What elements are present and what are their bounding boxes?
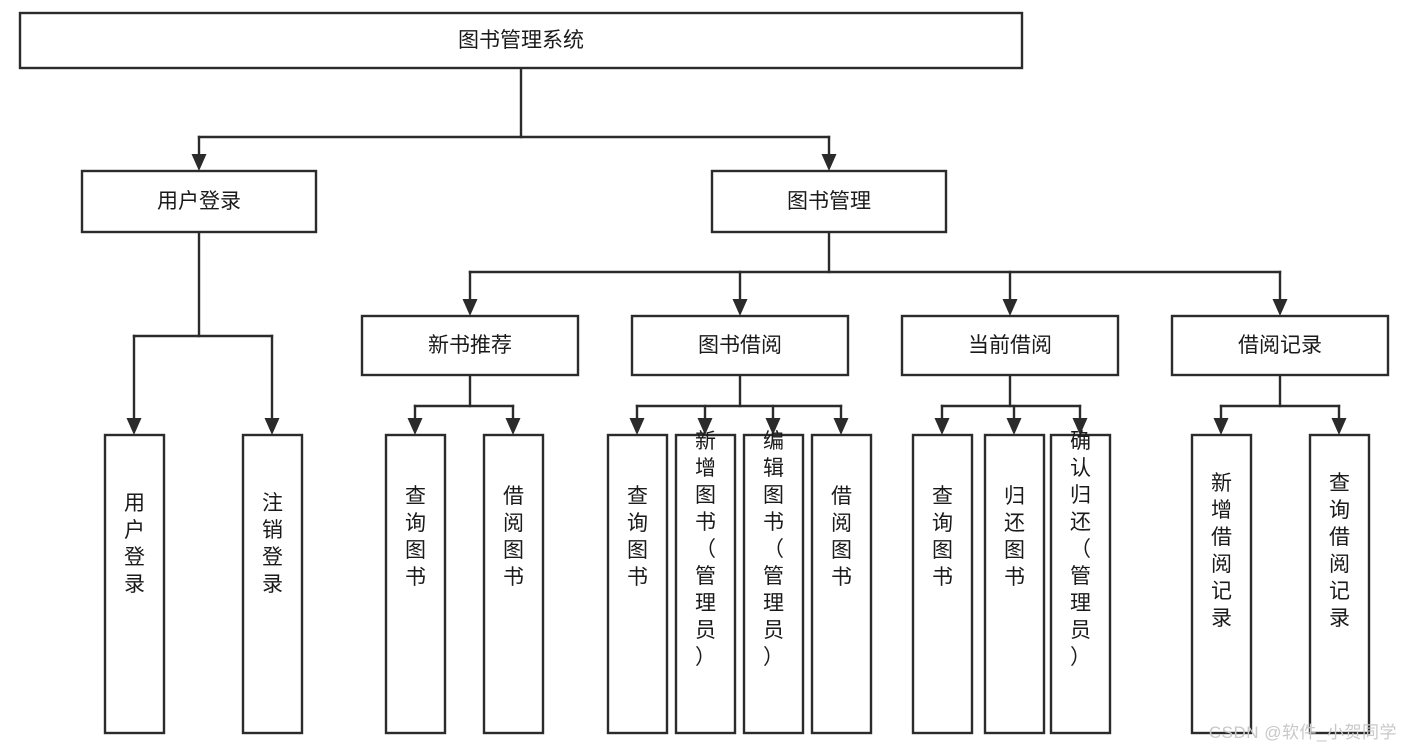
arrow-head-icon <box>191 154 207 171</box>
node-label: 用户登录 <box>124 492 145 596</box>
node-label: 当前借阅 <box>968 334 1052 357</box>
node-leaf-add-book-admin[interactable]: 新增图书（管理员） <box>674 430 737 735</box>
node-label: 用户登录 <box>157 190 241 213</box>
arrow-head-icon <box>1272 299 1288 316</box>
node-box[interactable] <box>360 314 580 377</box>
node-box[interactable] <box>18 11 1024 70</box>
node-label: 图书管理系统 <box>458 29 584 52</box>
node-box[interactable] <box>1190 433 1253 735</box>
node-box[interactable] <box>482 433 545 735</box>
node-box[interactable] <box>710 169 948 234</box>
node-leaf-confirm-return-admin[interactable]: 确认归还（管理员） <box>1049 430 1112 735</box>
node-leaf-borrow-book[interactable]: 借阅图书 <box>810 433 873 735</box>
node-leaf-borrow-book-rec[interactable]: 借阅图书 <box>482 433 545 735</box>
node-label: 查询图书 <box>932 485 953 589</box>
arrow-head-icon <box>264 418 280 435</box>
node-book-management[interactable]: 图书管理 <box>710 169 948 234</box>
nodes-group: 图书管理系统用户登录图书管理新书推荐图书借阅当前借阅借阅记录用户登录注销登录查询… <box>18 11 1390 735</box>
node-box[interactable] <box>900 314 1120 377</box>
arrow-head-icon <box>629 418 645 435</box>
node-current-borrow[interactable]: 当前借阅 <box>900 314 1120 377</box>
node-box[interactable] <box>630 314 850 377</box>
node-label: 注销登录 <box>262 492 283 596</box>
node-label: 查询图书 <box>627 485 648 589</box>
arrow-head-icon <box>462 299 478 316</box>
node-box[interactable] <box>1049 433 1112 735</box>
node-box[interactable] <box>103 433 166 735</box>
connector-lines-group <box>126 66 1347 435</box>
connector-root-to-level2 <box>191 66 837 171</box>
node-label: 图书借阅 <box>698 334 782 357</box>
connector-borrow-to-leaves <box>629 373 849 435</box>
node-box[interactable] <box>1308 433 1371 735</box>
arrow-head-icon <box>407 418 423 435</box>
node-leaf-edit-book-admin[interactable]: 编辑图书（管理员） <box>742 430 805 735</box>
node-box[interactable] <box>810 433 873 735</box>
node-book-borrow[interactable]: 图书借阅 <box>630 314 850 377</box>
arrow-head-icon <box>126 418 142 435</box>
node-box[interactable] <box>742 433 805 735</box>
arrow-head-icon <box>1002 299 1018 316</box>
node-leaf-user-login[interactable]: 用户登录 <box>103 433 166 735</box>
arrow-head-icon <box>697 418 713 435</box>
node-label: 查询借阅记录 <box>1329 472 1350 630</box>
node-label: 查询图书 <box>405 485 426 589</box>
node-leaf-return-book[interactable]: 归还图书 <box>983 433 1046 735</box>
arrow-head-icon <box>821 154 837 171</box>
arrow-head-icon <box>732 299 748 316</box>
node-root[interactable]: 图书管理系统 <box>18 11 1024 70</box>
arrow-head-icon <box>1213 418 1229 435</box>
node-leaf-logout[interactable]: 注销登录 <box>241 433 304 735</box>
node-new-book-recommend[interactable]: 新书推荐 <box>360 314 580 377</box>
node-label: 确认归还（管理员） <box>1070 430 1091 669</box>
node-leaf-query-book-current[interactable]: 查询图书 <box>911 433 974 735</box>
csdn-watermark: CSDN @软件_小贺同学 <box>1208 723 1397 742</box>
node-label: 借阅图书 <box>831 485 852 589</box>
connector-current-to-leaves <box>934 373 1088 435</box>
node-box[interactable] <box>674 433 737 735</box>
node-leaf-add-borrow-record[interactable]: 新增借阅记录 <box>1190 433 1253 735</box>
node-label: 借阅图书 <box>503 485 524 589</box>
node-leaf-query-borrow-record[interactable]: 查询借阅记录 <box>1308 433 1371 735</box>
node-box[interactable] <box>384 433 447 735</box>
arrow-head-icon <box>505 418 521 435</box>
node-leaf-query-book-borrow[interactable]: 查询图书 <box>606 433 669 735</box>
node-box[interactable] <box>241 433 304 735</box>
node-leaf-query-book-rec[interactable]: 查询图书 <box>384 433 447 735</box>
arrow-head-icon <box>1331 418 1347 435</box>
connector-recommend-to-leaves <box>407 373 521 435</box>
node-box[interactable] <box>983 433 1046 735</box>
arrow-head-icon <box>1072 418 1088 435</box>
node-borrow-record[interactable]: 借阅记录 <box>1170 314 1390 377</box>
node-box[interactable] <box>80 169 318 234</box>
arrow-head-icon <box>765 418 781 435</box>
node-label: 图书管理 <box>787 190 871 213</box>
node-label: 归还图书 <box>1004 485 1025 589</box>
node-label: 新书推荐 <box>428 334 512 357</box>
arrow-head-icon <box>1006 418 1022 435</box>
node-label: 借阅记录 <box>1238 334 1322 357</box>
node-box[interactable] <box>911 433 974 735</box>
node-label: 新增图书（管理员） <box>695 430 716 669</box>
node-box[interactable] <box>1170 314 1390 377</box>
connector-userlogin-to-leaves <box>126 230 280 435</box>
node-box[interactable] <box>606 433 669 735</box>
connector-bookmgmt-to-level3 <box>462 230 1288 316</box>
connector-record-to-leaves <box>1213 373 1347 435</box>
node-user-login[interactable]: 用户登录 <box>80 169 318 234</box>
arrow-head-icon <box>934 418 950 435</box>
node-label: 编辑图书（管理员） <box>763 430 784 669</box>
node-label: 新增借阅记录 <box>1211 472 1232 630</box>
arrow-head-icon <box>833 418 849 435</box>
